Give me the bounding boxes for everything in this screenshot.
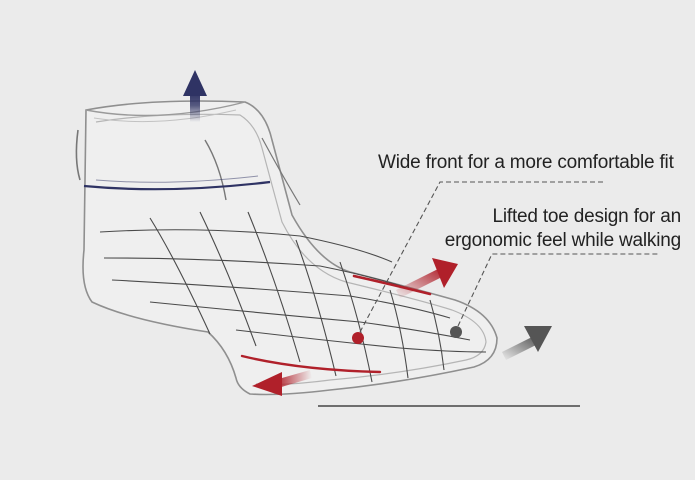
callout-leader-wide-front (359, 181, 605, 333)
toe-highlight (352, 274, 432, 296)
arrow-left-icon (252, 370, 312, 396)
callout-wide-front: Wide front for a more comfortable fit (378, 152, 674, 173)
callout-dot-wide-front (352, 332, 364, 344)
arrow-up-right-icon (396, 258, 458, 298)
cuff-opening (85, 101, 246, 117)
mesh-lines (99, 211, 487, 383)
arrow-up-icon (183, 70, 207, 122)
sock-inner-outline (95, 113, 487, 386)
callout-leader-lifted-toe (457, 253, 660, 327)
cuff-side-right (204, 139, 227, 201)
cuff-inner (93, 109, 237, 123)
arrow-right-icon (502, 326, 552, 360)
cuff-side-right-2 (261, 137, 301, 206)
callout-lifted-toe-line1: Lifted toe design for an (492, 206, 681, 227)
cuff-band (83, 180, 271, 191)
cuff-band-inner (95, 175, 259, 183)
callout-dot-lifted-toe (450, 326, 462, 338)
cuff-side-left (75, 129, 81, 181)
callout-lifted-toe-line2: ergonomic feel while walking (444, 230, 681, 251)
sole-highlight (240, 354, 382, 374)
sock-outline (82, 100, 498, 396)
